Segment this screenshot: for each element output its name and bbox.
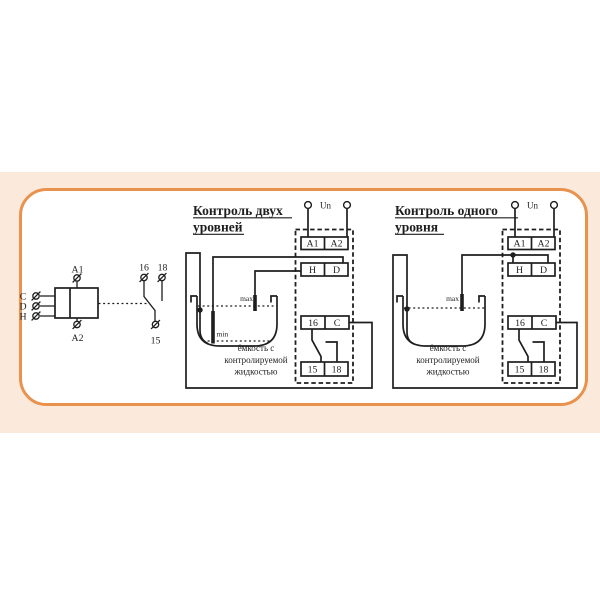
min-electrode-wire bbox=[212, 256, 344, 311]
changeover-contact bbox=[311, 329, 338, 362]
terminal-c: C bbox=[334, 318, 341, 329]
terminal-c: C bbox=[541, 318, 548, 329]
terminal-a2: A2 bbox=[331, 239, 343, 250]
screw-terminal-icon bbox=[31, 291, 41, 301]
terminal-d: D bbox=[333, 265, 340, 276]
terminal-15: 15 bbox=[308, 365, 318, 376]
screw-terminal-icon bbox=[31, 311, 41, 321]
screw-terminal-icon bbox=[72, 273, 82, 283]
diagram-title-line2: уровня bbox=[395, 220, 438, 235]
terminal-h: H bbox=[309, 265, 316, 276]
pin-label-18: 18 bbox=[158, 263, 168, 274]
tank-caption-line1: ёмкость с bbox=[238, 343, 275, 353]
terminal-15: 15 bbox=[515, 365, 525, 376]
relay-pinout-schematic: C D H A1 A2 16 18 15 bbox=[19, 263, 167, 347]
supply-voltage-label: Un bbox=[527, 201, 538, 211]
changeover-contact bbox=[518, 329, 545, 362]
supply-leads bbox=[307, 208, 348, 237]
terminal-16: 16 bbox=[515, 318, 525, 329]
tank-caption-line3: жидкостью bbox=[233, 367, 277, 377]
screw-terminal-icon bbox=[150, 319, 161, 330]
supply-leads bbox=[514, 208, 555, 237]
tank-caption-line3: жидкостью bbox=[425, 367, 469, 377]
terminal-a1: A1 bbox=[307, 239, 319, 250]
supply-node-icon bbox=[549, 200, 559, 210]
terminal-h: H bbox=[516, 265, 523, 276]
supply-node-icon bbox=[510, 200, 520, 210]
min-level-label: min bbox=[217, 330, 229, 339]
terminal-a2: A2 bbox=[538, 239, 550, 250]
pin-label-16: 16 bbox=[139, 263, 149, 274]
screw-terminal-icon bbox=[72, 319, 82, 330]
two-level-control-diagram: Контроль двух уровней Un A1 A2 H D 16 C … bbox=[185, 200, 373, 389]
screw-terminal-icon bbox=[139, 272, 149, 283]
terminal-18: 18 bbox=[332, 365, 342, 376]
electrode-rods bbox=[211, 295, 257, 344]
supply-voltage-label: Un bbox=[320, 201, 331, 211]
terminal-d: D bbox=[540, 265, 547, 276]
card-frame bbox=[19, 188, 588, 406]
relay-body bbox=[54, 287, 99, 319]
relay-dashed-enclosure bbox=[501, 228, 561, 384]
tank-caption-line2: контролируемой bbox=[224, 355, 287, 365]
supply-node-icon bbox=[342, 200, 352, 210]
pin-label-a2: A2 bbox=[72, 333, 84, 344]
max-level-label: max bbox=[240, 294, 253, 303]
terminal-a1: A1 bbox=[514, 239, 526, 250]
max-electrode-wire bbox=[254, 270, 301, 295]
terminal-18: 18 bbox=[539, 365, 549, 376]
diagram-title-line2: уровней bbox=[193, 220, 243, 235]
tank-caption-line1: ёмкость с bbox=[430, 343, 467, 353]
terminal-16: 16 bbox=[308, 318, 318, 329]
max-level-label: max bbox=[446, 294, 459, 303]
diagram-title-line1: Контроль двух bbox=[193, 203, 283, 218]
pin-label-a1: A1 bbox=[72, 265, 84, 276]
pin-label-h: H bbox=[19, 312, 26, 323]
tank-outline bbox=[396, 295, 486, 347]
junction-dot bbox=[404, 306, 410, 312]
liquid-level-dotted bbox=[198, 305, 277, 342]
input-wires bbox=[40, 295, 55, 317]
one-level-control-diagram: Контроль одного уровня Un A1 A2 H D 16 C… bbox=[392, 200, 578, 389]
diagram-title-line1: Контроль одного bbox=[395, 203, 498, 218]
supply-node-icon bbox=[303, 200, 313, 210]
tank-outline bbox=[190, 295, 278, 347]
junction-dot bbox=[510, 252, 516, 258]
tank-caption-line2: контролируемой bbox=[416, 355, 479, 365]
pin-label-d: D bbox=[19, 302, 26, 313]
relay-dashed-enclosure bbox=[294, 228, 354, 384]
junction-dot bbox=[197, 307, 203, 313]
pin-label-c: C bbox=[20, 292, 27, 303]
pin-label-15: 15 bbox=[151, 336, 161, 347]
screw-terminal-icon bbox=[31, 301, 41, 311]
